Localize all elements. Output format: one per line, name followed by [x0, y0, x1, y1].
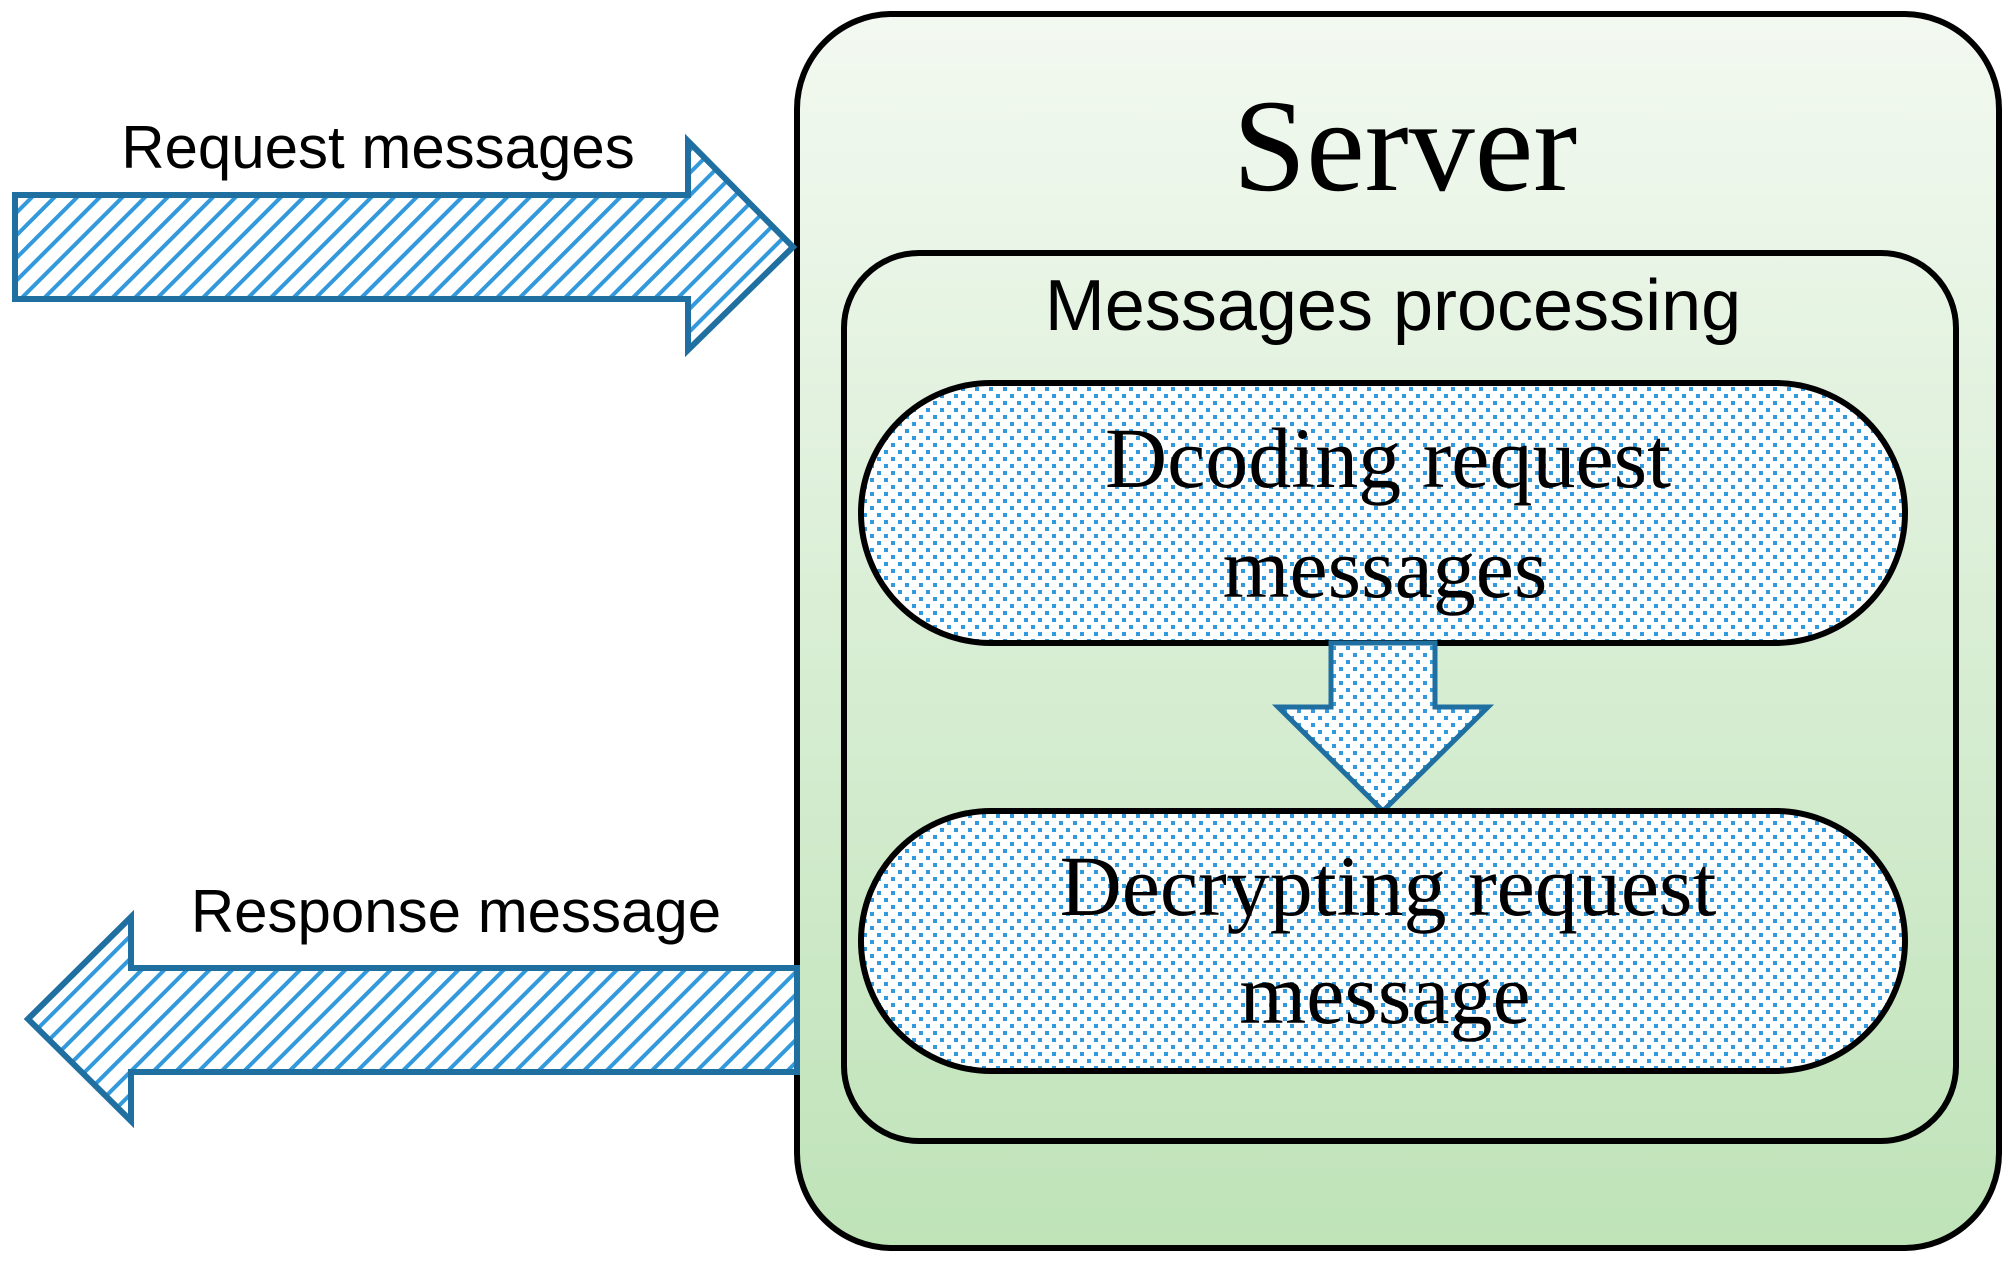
step1-line1: Dcoding request	[1105, 410, 1671, 506]
decrypting-step-pill	[858, 808, 1908, 1074]
request-arrow	[12, 133, 798, 358]
processing-title: Messages processing	[1045, 266, 1741, 346]
down-arrow	[1271, 640, 1495, 815]
step2-line1: Decrypting request	[1060, 838, 1717, 934]
response-label: Response message	[191, 878, 721, 945]
server-title: Server	[1233, 72, 1578, 219]
messages-processing-box	[841, 250, 1959, 1144]
step1-line2: messages	[1223, 520, 1548, 616]
response-arrow	[23, 909, 800, 1129]
request-label: Request messages	[121, 114, 635, 181]
step2-line2: message	[1239, 946, 1530, 1042]
